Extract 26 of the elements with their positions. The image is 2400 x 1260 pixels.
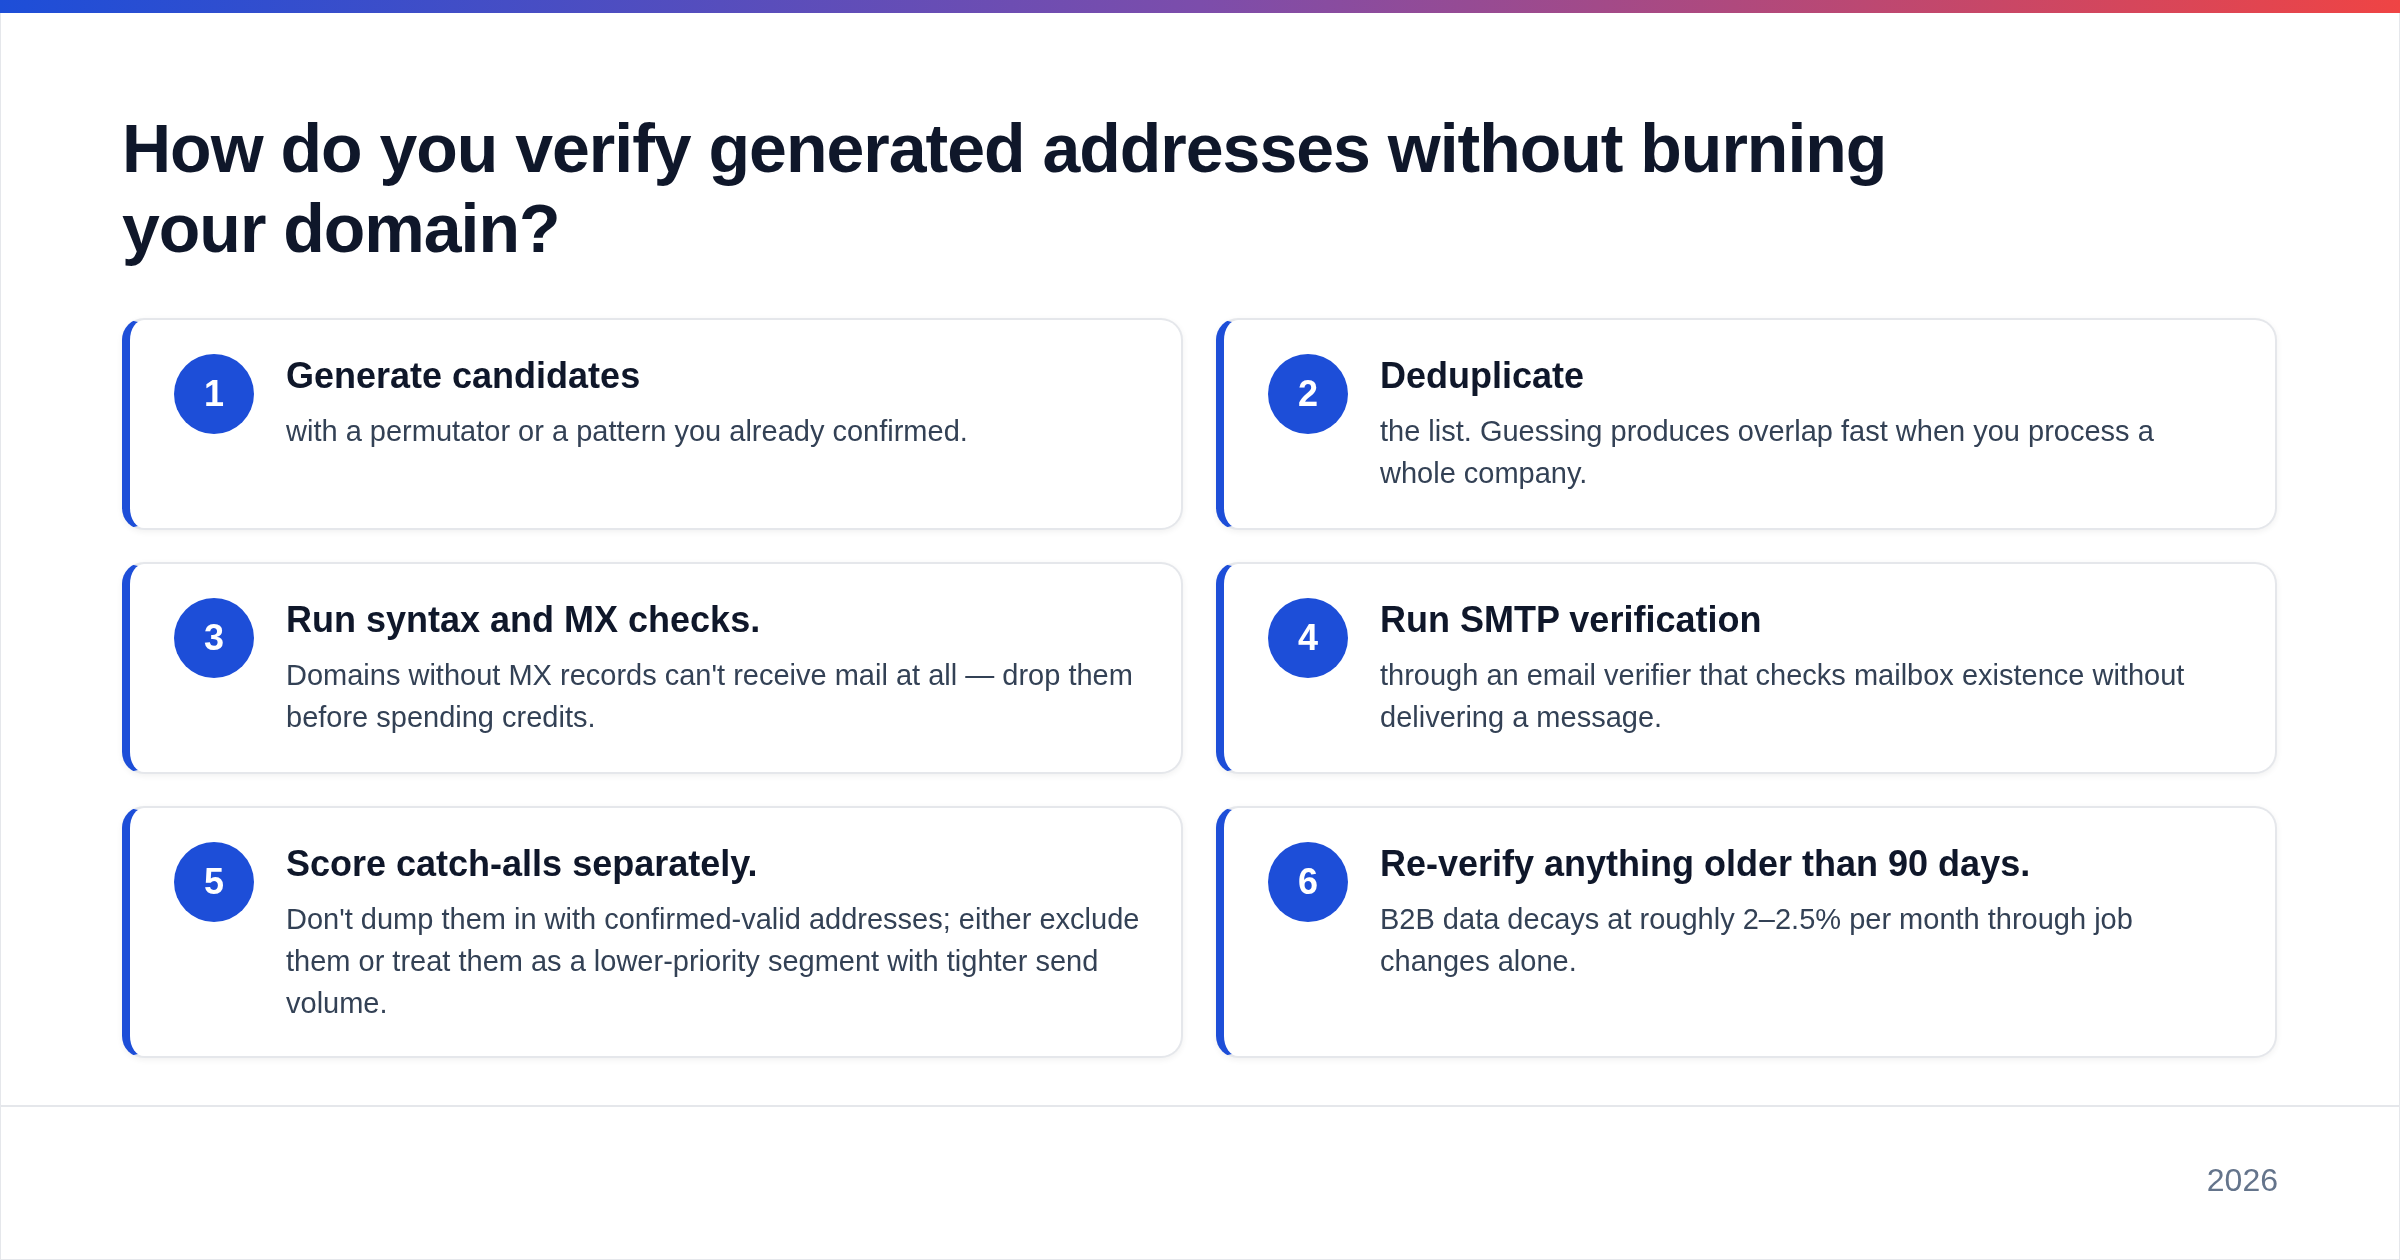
step-description: with a permutator or a pattern you already confirmed. bbox=[286, 414, 969, 449]
step-title: Score catch-alls separately. bbox=[286, 842, 759, 886]
step-number: 2 bbox=[1268, 354, 1348, 434]
step-description: Don't dump them in with confirmed-valid addresses; either exclude them or treat them as a lower-priority segment with tighter send volume. bbox=[286, 902, 1141, 1021]
step-title: Re-verify anything older than 90 days. bbox=[1380, 842, 2032, 886]
step-card bbox=[122, 562, 1183, 774]
step-number: 4 bbox=[1268, 598, 1348, 678]
step-description: Domains without MX records can't receive mail at all — drop them before spending credits. bbox=[286, 658, 1134, 735]
step-description: the list. Guessing produces overlap fast when you process a whole company. bbox=[1380, 414, 2155, 491]
year-label: 2026 bbox=[2206, 1162, 2278, 1199]
step-number: 5 bbox=[174, 842, 254, 922]
step-card bbox=[1216, 806, 2277, 1058]
step-title: Run syntax and MX checks. bbox=[286, 598, 762, 642]
step-title: Generate candidates bbox=[286, 354, 642, 398]
step-card bbox=[1216, 318, 2277, 530]
step-number: 1 bbox=[174, 354, 254, 434]
step-description: through an email verifier that checks mailbox existence without delivering a message. bbox=[1380, 658, 2186, 735]
title: How do you verify generated addresses without burning your domain? bbox=[122, 109, 1888, 268]
step-card bbox=[122, 806, 1183, 1058]
step-title: Run SMTP verification bbox=[1380, 598, 1763, 642]
step-title: Deduplicate bbox=[1380, 354, 1586, 398]
step-number: 3 bbox=[174, 598, 254, 678]
step-description: B2B data decays at roughly 2–2.5% per month through job changes alone. bbox=[1380, 902, 2134, 979]
step-card bbox=[122, 318, 1183, 530]
step-card bbox=[1216, 562, 2277, 774]
step-number: 6 bbox=[1268, 842, 1348, 922]
